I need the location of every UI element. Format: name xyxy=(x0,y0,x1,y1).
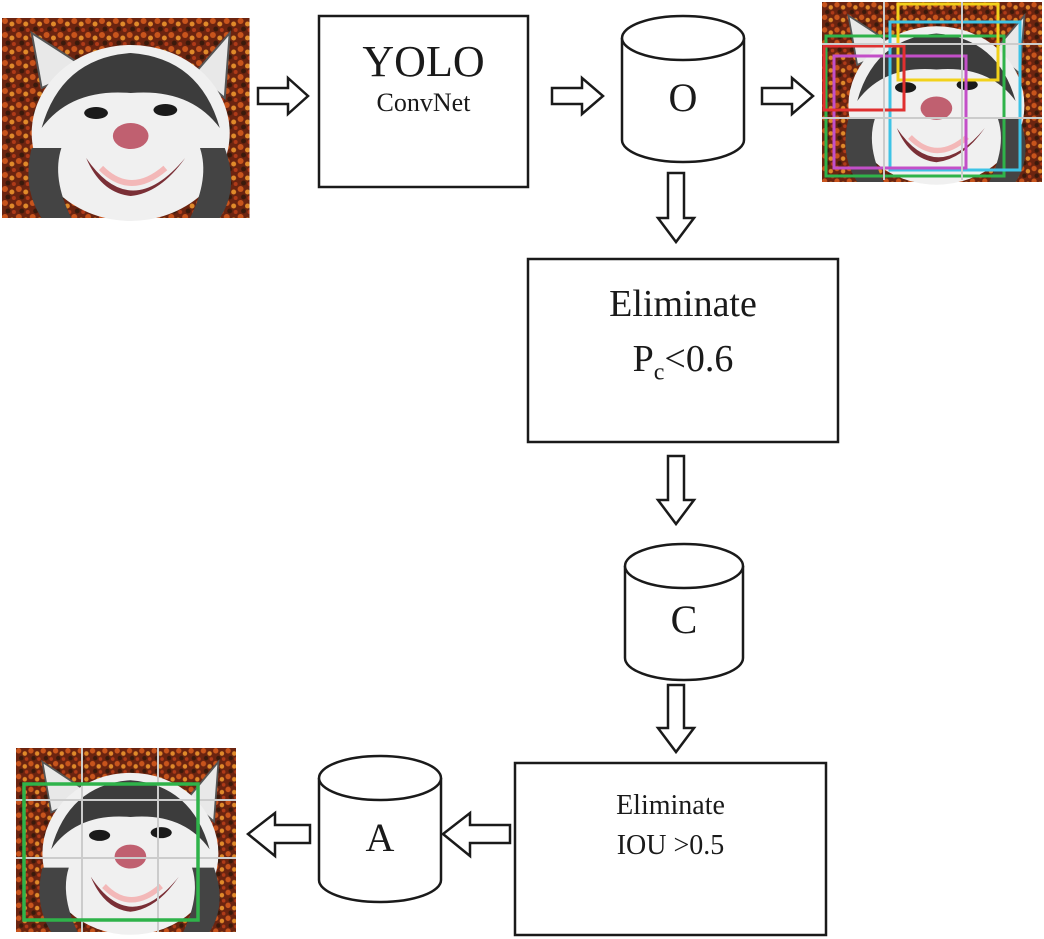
cylinder-o-label: O xyxy=(668,75,698,120)
eliminate-iou-box xyxy=(513,761,828,937)
arrow-down-2 xyxy=(655,454,697,527)
yolo-subtitle: ConvNet xyxy=(376,88,471,117)
detection-box-magenta xyxy=(832,54,968,170)
arrow-right-3 xyxy=(760,75,815,117)
pc-subscript: c xyxy=(653,359,665,386)
arrow-right-2 xyxy=(550,75,605,117)
yolo-convnet-box xyxy=(317,14,530,189)
arrow-left-2 xyxy=(245,810,312,859)
detection-box-red xyxy=(822,44,906,112)
pc-threshold: <0.6 xyxy=(664,338,734,380)
final-box-green xyxy=(22,782,200,922)
detection-box-cyan xyxy=(888,20,1022,172)
detection-box-yellow xyxy=(896,2,1000,82)
arrow-left-1 xyxy=(440,810,512,859)
eliminate-iou-line2: IOU >0.5 xyxy=(616,830,725,861)
arrow-right-1 xyxy=(256,75,310,117)
pc-symbol: P xyxy=(632,338,654,380)
yolo-title: YOLO xyxy=(362,37,485,86)
eliminate-iou-line1: Eliminate xyxy=(616,790,725,821)
final-detection-image xyxy=(16,748,236,935)
eliminate-pc-line2: Pc<0.6 xyxy=(528,340,838,385)
cylinder-c-label: C xyxy=(670,597,698,642)
eliminate-pc-box xyxy=(526,257,840,444)
cylinder-o xyxy=(620,14,746,164)
detections-image xyxy=(822,2,1042,185)
arrow-down-3 xyxy=(655,683,697,755)
detection-box-green xyxy=(824,34,1006,178)
input-husky-image xyxy=(2,18,250,221)
arrow-down-1 xyxy=(655,171,697,245)
cylinder-a-label: A xyxy=(365,815,395,860)
cylinder-a xyxy=(317,754,443,904)
eliminate-pc-line1: Eliminate xyxy=(609,283,757,325)
cylinder-c xyxy=(623,542,745,682)
